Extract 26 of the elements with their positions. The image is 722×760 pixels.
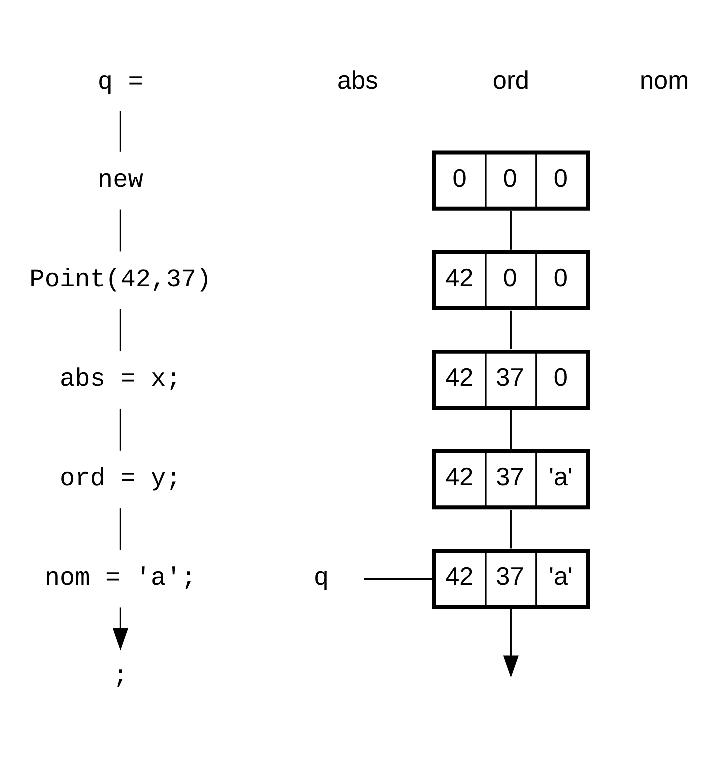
connector: [364, 578, 432, 580]
arrow: [112, 608, 128, 651]
label: ord: [492, 66, 530, 95]
node-box: 0 0 0: [432, 150, 590, 211]
node-text: ord = y;: [60, 464, 182, 494]
node-text: q =: [98, 68, 144, 97]
node-text: nom = 'a';: [44, 564, 197, 594]
label: abs: [337, 66, 378, 95]
connector: [120, 508, 122, 550]
node-box: 42 37 0: [432, 350, 590, 410]
connector: [510, 310, 512, 350]
connector: [510, 510, 512, 549]
connector: [510, 410, 512, 450]
connector: [120, 408, 122, 451]
connector: [120, 309, 122, 352]
node-text: new: [98, 166, 144, 195]
node-text: q: [314, 563, 329, 592]
arrow: [503, 609, 519, 678]
connector: [510, 211, 512, 250]
node-box: 42 37 'a': [432, 549, 590, 610]
connector: [120, 210, 122, 252]
label: nom: [640, 66, 690, 95]
node-text: abs = x;: [60, 365, 182, 394]
connector: [120, 111, 122, 152]
node-text: ;: [113, 662, 128, 692]
node-text: Point(42,37): [30, 265, 212, 294]
